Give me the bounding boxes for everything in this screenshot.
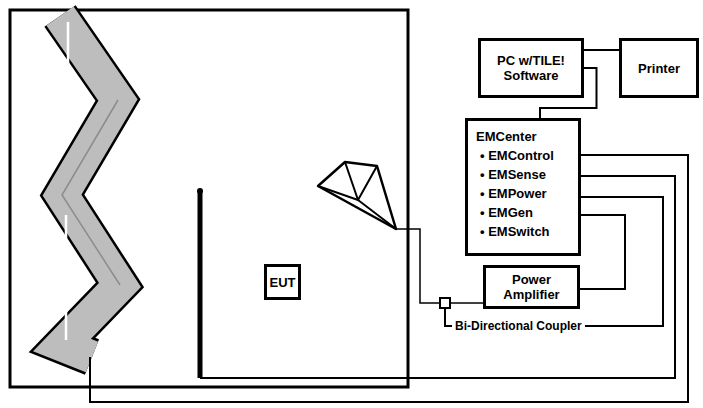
connector-line [580,215,625,289]
box-label: EMCenter [476,127,537,146]
horn-antenna-edge [345,162,396,229]
antenna-element [65,295,68,340]
rod-antenna [198,191,203,378]
box-label: Printer [638,61,680,76]
controller-box: EMCenter• EMControl• EMSense• EMPower• E… [465,118,581,256]
horn-antenna-edge [318,166,377,200]
test-chamber [10,10,408,387]
coupler-symbol [440,298,450,308]
module-item: • EMControl [476,146,554,165]
amplifier-box: Power Amplifier [483,265,580,309]
antenna-wire [90,155,688,402]
module-item: • EMPower [476,184,547,203]
rf-cable [450,302,483,304]
horn-antenna [318,162,396,229]
module-item: • EMGen [476,203,533,222]
box-label: EUT [270,275,296,290]
computer-box: PC w/TILE! Software [478,38,584,98]
antenna-fold [62,100,120,285]
antenna-outline [60,16,120,357]
antenna-element [65,215,68,262]
rf-cable [396,229,440,303]
connector-line [584,49,619,51]
antenna-body [60,16,120,357]
eut-box: EUT [264,264,301,300]
module-item: • EMSense [476,165,546,184]
part-label: Bi-Directional Coupler [452,319,585,333]
antenna-element [67,22,70,76]
printer-box: Printer [619,38,699,98]
module-item: • EMSwitch [476,222,550,241]
rod-antenna-wire [200,176,675,378]
box-label: PC w/TILE! Software [487,53,575,83]
box-label: Power Amplifier [492,272,571,302]
